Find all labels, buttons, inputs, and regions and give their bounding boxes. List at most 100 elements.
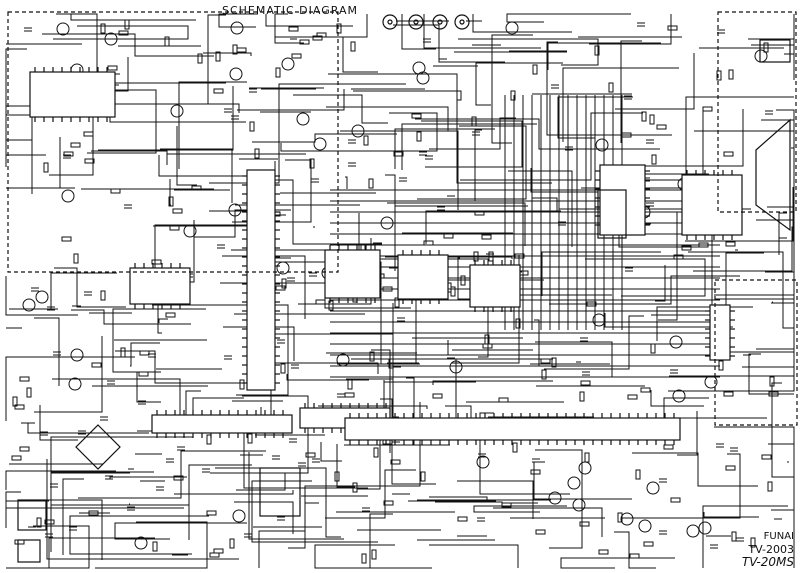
- resistor: [512, 442, 518, 453]
- wire: [742, 260, 795, 368]
- wire: [95, 521, 208, 569]
- integrated-circuit: [397, 254, 449, 300]
- resistor: [532, 64, 538, 75]
- resistor: [336, 23, 342, 34]
- resistor: [12, 396, 18, 407]
- wire: [429, 496, 488, 502]
- wire: [160, 148, 233, 203]
- transistor: [449, 360, 463, 374]
- wire: [218, 13, 258, 28]
- wire: [560, 557, 675, 569]
- resistor: [118, 30, 129, 36]
- resistor: [725, 465, 736, 471]
- resistor: [594, 45, 600, 56]
- resistor: [416, 131, 422, 142]
- transistor: [35, 290, 49, 304]
- diagram-title: SCHEMATIC DIAGRAM: [222, 4, 358, 17]
- wire: [346, 303, 394, 380]
- resistor: [110, 188, 121, 194]
- wire: [429, 117, 516, 150]
- resistor: [84, 158, 95, 164]
- wire: [546, 41, 672, 136]
- wire: [421, 120, 523, 168]
- resistor: [598, 549, 609, 555]
- wire: [5, 48, 27, 144]
- resistor: [471, 116, 477, 127]
- wire: [251, 480, 378, 543]
- board-outline: [717, 11, 797, 213]
- integrated-circuit: [129, 267, 191, 305]
- ic-layer: [29, 67, 743, 445]
- resistor: [168, 196, 174, 207]
- resistor: [249, 121, 255, 132]
- resistor: [11, 455, 22, 461]
- wire: [655, 265, 666, 302]
- resistor: [515, 318, 521, 329]
- jack-connector: [432, 14, 448, 30]
- resistor: [535, 529, 546, 535]
- wire: [318, 405, 428, 409]
- wire: [280, 143, 357, 152]
- wire: [714, 426, 795, 536]
- resistor: [667, 25, 678, 31]
- resistor: [206, 510, 217, 516]
- transistor: [104, 32, 118, 46]
- resistor: [621, 132, 632, 138]
- resistor: [213, 548, 224, 554]
- resistor: [481, 234, 492, 240]
- integrated-circuit: [469, 264, 521, 308]
- resistor: [673, 254, 684, 260]
- resistor: [728, 69, 734, 80]
- wire: [472, 14, 572, 33]
- wire: [771, 382, 787, 478]
- resistor: [649, 114, 655, 125]
- wire: [779, 109, 795, 149]
- wire: [5, 356, 135, 421]
- resistor: [382, 286, 393, 292]
- integrated-circuit: [324, 249, 381, 299]
- resistor: [510, 90, 516, 101]
- resistor: [457, 516, 468, 522]
- jack-connector: [437, 19, 443, 25]
- resistor: [474, 210, 485, 216]
- resistor: [247, 433, 253, 444]
- resistor: [650, 343, 656, 354]
- resistor: [514, 253, 525, 259]
- resistor: [152, 541, 158, 552]
- resistor: [393, 151, 404, 157]
- wire: [385, 174, 396, 271]
- transistor: [351, 124, 365, 138]
- jack-connector: [382, 14, 398, 30]
- wire: [455, 197, 558, 213]
- resistor: [107, 65, 118, 71]
- resistor: [663, 444, 674, 450]
- resistor: [698, 242, 709, 248]
- transistor: [183, 224, 197, 238]
- resistor: [369, 351, 375, 362]
- wire: [72, 14, 226, 105]
- wire: [58, 137, 61, 189]
- resistor: [61, 236, 72, 242]
- resistor: [344, 392, 355, 398]
- transistor: [61, 189, 75, 203]
- transistor: [592, 313, 606, 327]
- wire: [62, 478, 84, 555]
- wire: [345, 176, 348, 189]
- resistor: [236, 47, 247, 53]
- resistor: [191, 185, 202, 191]
- resistor: [681, 245, 692, 251]
- resistor: [19, 446, 30, 452]
- wire: [205, 490, 294, 495]
- wire: [274, 13, 304, 44]
- wire: [429, 544, 519, 568]
- transistor: [380, 216, 394, 230]
- wire: [27, 423, 149, 434]
- resistor: [635, 469, 641, 480]
- transistor: [754, 49, 768, 63]
- resistor: [334, 471, 340, 482]
- wire: [42, 33, 214, 57]
- resistor: [382, 439, 393, 445]
- resistor: [213, 88, 224, 94]
- resistor: [423, 240, 434, 246]
- resistor: [373, 447, 379, 458]
